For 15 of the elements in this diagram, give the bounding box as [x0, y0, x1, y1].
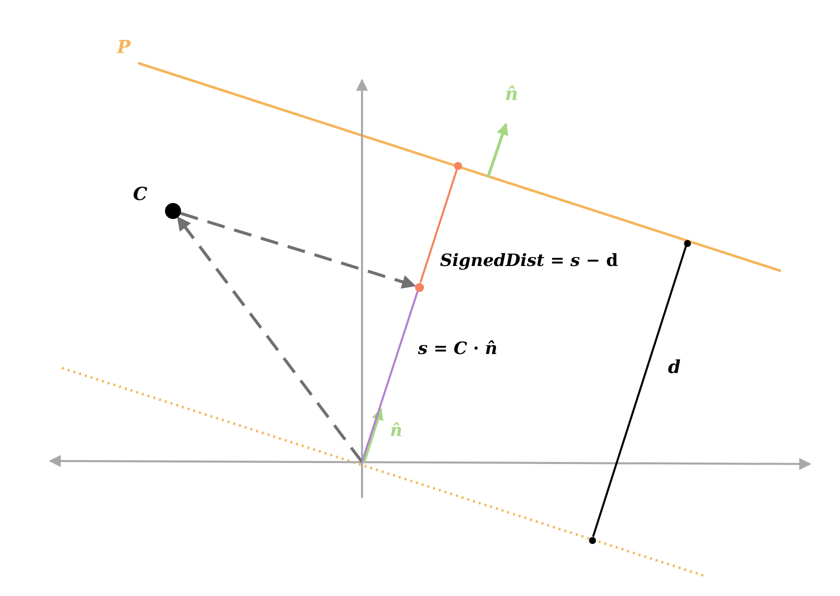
- normal-label: n̂: [505, 86, 518, 104]
- point-label: C: [133, 186, 148, 204]
- line-segment: [361, 290, 419, 462]
- line-segment: [419, 170, 458, 284]
- line-segment: [592, 246, 687, 537]
- formula-text: SignedDist = s − d: [440, 253, 618, 270]
- point-marker: [588, 536, 596, 544]
- dashed-arrow: [176, 216, 364, 463]
- normal-label: n̂: [390, 423, 402, 440]
- dashed-arrow: [180, 212, 416, 289]
- point-marker: [454, 162, 462, 170]
- point-marker: [165, 203, 181, 219]
- point-marker: [414, 282, 424, 292]
- formula-text: s = C · n̂: [418, 341, 498, 358]
- plane-label: P: [117, 39, 131, 57]
